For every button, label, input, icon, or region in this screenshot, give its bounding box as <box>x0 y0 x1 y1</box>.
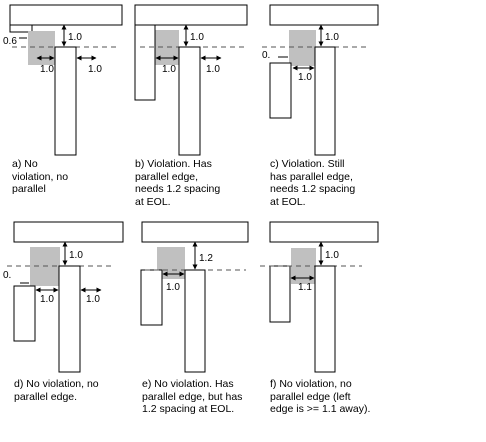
eol-width-label: 1.0 <box>325 32 339 43</box>
vertical-wire <box>314 265 336 373</box>
left-wire <box>269 265 291 323</box>
left-space-label: 1.0 <box>166 282 180 293</box>
vertical-wire <box>54 46 77 156</box>
left-space-label: 1.0 <box>298 72 312 83</box>
eol-width-label: 1.0 <box>68 32 82 43</box>
top-wire <box>141 221 249 243</box>
eol-shaded-region <box>28 31 55 65</box>
caption-b: b) Violation. Has parallel edge, needs 1… <box>135 158 221 208</box>
panel-e: 1.2 1.0 <box>140 221 249 373</box>
top-wire <box>269 221 379 243</box>
top-wire <box>9 4 123 26</box>
eol-width-label: 1.0 <box>69 250 83 261</box>
side-dim-label: 0. <box>3 270 11 281</box>
eol-width-label: 1.2 <box>199 253 213 264</box>
panel-d: 1.0 1.0 1.0 0. <box>3 221 124 373</box>
caption-d: d) No violation, no parallel edge. <box>14 378 99 403</box>
eol-shaded-region <box>289 30 316 66</box>
right-space-label: 1.0 <box>88 64 102 75</box>
vertical-wire <box>58 265 81 373</box>
side-dim-label: 0. <box>262 50 270 61</box>
left-wire <box>140 269 163 326</box>
left-space-label: 1.0 <box>162 64 176 75</box>
top-wire <box>13 221 124 243</box>
eol-width-label: 1.0 <box>190 32 204 43</box>
small-tab <box>9 24 33 33</box>
right-space-label: 1.0 <box>86 294 100 305</box>
right-space-label: 1.0 <box>206 64 220 75</box>
panel-f: 1.0 1.1 <box>260 221 379 373</box>
eol-width-label: 1.0 <box>325 250 339 261</box>
eol-shaded-region <box>291 248 316 284</box>
left-space-label: 1.1 <box>298 282 312 293</box>
caption-e: e) No violation. Has parallel edge, but … <box>142 378 243 415</box>
left-wire <box>13 285 36 342</box>
left-wire <box>134 24 156 101</box>
panel-b: 1.0 1.0 1.0 <box>134 4 248 156</box>
top-wire <box>134 4 248 26</box>
vertical-wire <box>184 269 206 373</box>
panel-a: 1.0 1.0 1.0 0.6 <box>3 4 123 156</box>
panel-c: 1.0 1.0 0. <box>262 4 379 156</box>
left-space-label: 1.0 <box>40 64 54 75</box>
top-wire <box>269 4 379 26</box>
vertical-wire <box>178 46 201 156</box>
caption-f: f) No violation, no parallel edge (left … <box>270 378 371 415</box>
caption-a: a) No violation, no parallel <box>12 158 69 195</box>
vertical-wire <box>314 46 336 156</box>
left-wire <box>269 62 292 119</box>
left-space-label: 1.0 <box>40 294 54 305</box>
caption-c: c) Violation. Still has parallel edge, n… <box>270 158 356 208</box>
side-dim-label: 0.6 <box>3 36 17 47</box>
